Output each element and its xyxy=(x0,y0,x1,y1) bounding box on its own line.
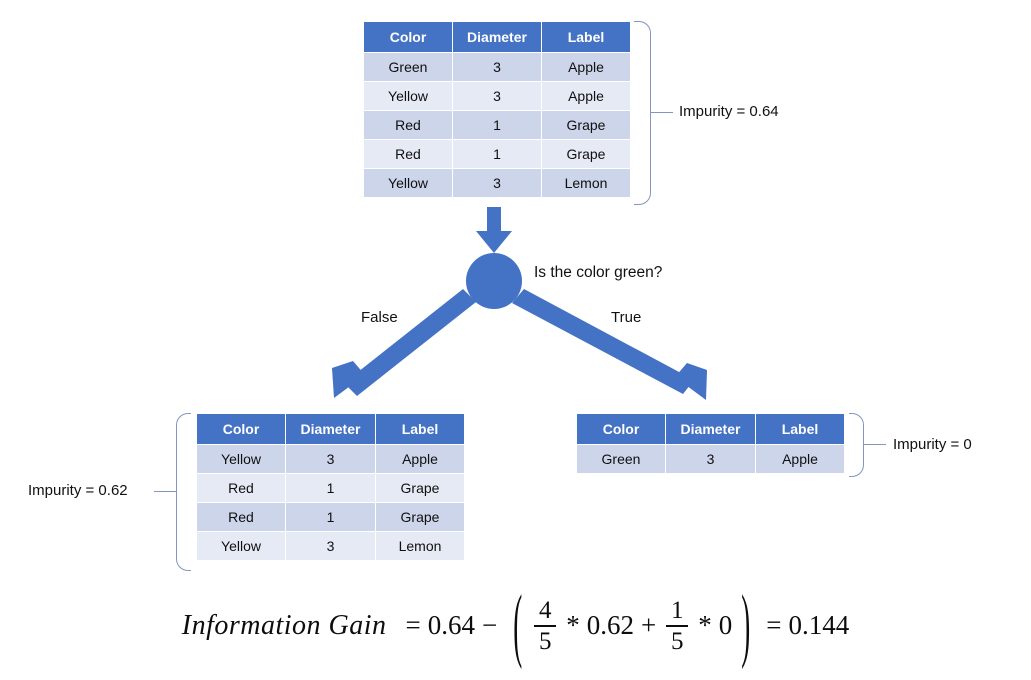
cell-diameter: 3 xyxy=(453,169,541,197)
column-header-color: Color xyxy=(364,22,452,52)
cell-color: Red xyxy=(364,140,452,168)
column-header-label: Label xyxy=(376,414,464,444)
table-row: Red 1 Grape xyxy=(364,111,630,139)
formula-right-impurity: 0 xyxy=(718,610,733,641)
cell-diameter: 3 xyxy=(286,532,375,560)
formula-times-2: * xyxy=(698,610,712,641)
formula-right-weight-fraction: 1 5 xyxy=(666,597,689,655)
cell-color: Green xyxy=(577,445,665,473)
table-row: Red 1 Grape xyxy=(197,474,464,502)
left-impurity-brace-stub xyxy=(154,491,176,492)
formula-result: 0.144 xyxy=(788,610,850,641)
formula-equals: = xyxy=(405,610,421,641)
table-row: Yellow 3 Lemon xyxy=(364,169,630,197)
cell-diameter: 3 xyxy=(453,82,541,110)
arrow-false-branch xyxy=(332,289,476,398)
table-row: Green 3 Apple xyxy=(364,53,630,81)
formula-title: Information Gain xyxy=(181,609,387,641)
cell-diameter: 1 xyxy=(453,111,541,139)
cell-label: Grape xyxy=(376,474,464,502)
formula-equals-2: = xyxy=(766,610,782,641)
left-impurity-brace xyxy=(176,413,191,571)
formula-right-weight-numerator: 1 xyxy=(671,597,684,624)
edge-label-true: True xyxy=(611,309,642,326)
cell-color: Red xyxy=(197,474,285,502)
root-impurity-label: Impurity = 0.64 xyxy=(679,103,779,120)
arrow-root-to-node xyxy=(476,207,512,253)
cell-diameter: 3 xyxy=(286,445,375,473)
column-header-label: Label xyxy=(542,22,630,52)
cell-label: Apple xyxy=(756,445,844,473)
cell-label: Lemon xyxy=(542,169,630,197)
table-header-row: Color Diameter Label xyxy=(197,414,464,444)
cell-color: Green xyxy=(364,53,452,81)
table-row: Yellow 3 Apple xyxy=(364,82,630,110)
table-header-row: Color Diameter Label xyxy=(364,22,630,52)
root-dataset-table: Color Diameter Label Green 3 Apple Yello… xyxy=(363,21,631,198)
fraction-bar-icon xyxy=(666,625,689,627)
cell-label: Lemon xyxy=(376,532,464,560)
cell-color: Yellow xyxy=(197,445,285,473)
column-header-color: Color xyxy=(197,414,285,444)
formula-left-weight-numerator: 4 xyxy=(539,597,552,624)
cell-label: Grape xyxy=(542,111,630,139)
column-header-label: Label xyxy=(756,414,844,444)
column-header-color: Color xyxy=(577,414,665,444)
cell-label: Grape xyxy=(542,140,630,168)
formula-plus: + xyxy=(641,610,657,641)
arrow-true-branch xyxy=(512,289,707,400)
table-row: Yellow 3 Lemon xyxy=(197,532,464,560)
left-child-dataset-table: Color Diameter Label Yellow 3 Apple Red … xyxy=(196,413,465,561)
fraction-bar-icon xyxy=(534,625,557,627)
formula-close-paren: ) xyxy=(741,578,751,671)
table-row: Yellow 3 Apple xyxy=(197,445,464,473)
cell-color: Yellow xyxy=(364,169,452,197)
column-header-diameter: Diameter xyxy=(453,22,541,52)
cell-color: Yellow xyxy=(364,82,452,110)
root-impurity-brace-stub xyxy=(651,112,673,113)
cell-diameter: 1 xyxy=(453,140,541,168)
column-header-diameter: Diameter xyxy=(286,414,375,444)
formula-minus: − xyxy=(482,610,498,641)
cell-label: Grape xyxy=(376,503,464,531)
decision-node-circle xyxy=(466,253,522,309)
cell-label: Apple xyxy=(542,82,630,110)
cell-color: Red xyxy=(364,111,452,139)
cell-label: Apple xyxy=(542,53,630,81)
right-impurity-label: Impurity = 0 xyxy=(893,436,972,453)
right-child-dataset-table: Color Diameter Label Green 3 Apple xyxy=(576,413,845,474)
cell-diameter: 1 xyxy=(286,503,375,531)
cell-diameter: 3 xyxy=(453,53,541,81)
right-impurity-brace-stub xyxy=(864,444,886,445)
formula-times-1: * xyxy=(566,610,580,641)
root-impurity-brace xyxy=(634,21,651,205)
table-row: Green 3 Apple xyxy=(577,445,844,473)
table-row: Red 1 Grape xyxy=(197,503,464,531)
left-impurity-label: Impurity = 0.62 xyxy=(28,482,128,499)
cell-color: Red xyxy=(197,503,285,531)
column-header-diameter: Diameter xyxy=(666,414,755,444)
edge-label-false: False xyxy=(361,309,398,326)
formula-left-impurity: 0.62 xyxy=(586,610,635,641)
formula-open-paren: ( xyxy=(513,578,523,671)
information-gain-formula: Information Gain = 0.64 − ( 4 5 * 0.62 +… xyxy=(0,579,1031,671)
cell-diameter: 3 xyxy=(666,445,755,473)
table-header-row: Color Diameter Label xyxy=(577,414,844,444)
right-impurity-brace xyxy=(849,413,864,477)
formula-parent-impurity: 0.64 xyxy=(427,610,476,641)
formula-left-weight-fraction: 4 5 xyxy=(534,597,557,655)
decision-question-label: Is the color green? xyxy=(534,264,663,281)
cell-color: Yellow xyxy=(197,532,285,560)
cell-diameter: 1 xyxy=(286,474,375,502)
cell-label: Apple xyxy=(376,445,464,473)
formula-right-weight-denominator: 5 xyxy=(671,627,684,655)
table-row: Red 1 Grape xyxy=(364,140,630,168)
formula-left-weight-denominator: 5 xyxy=(539,627,552,655)
